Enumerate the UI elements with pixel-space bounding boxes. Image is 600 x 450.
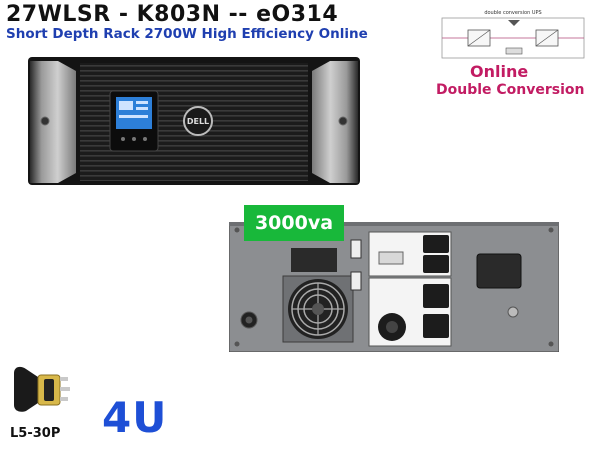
product-title: 27WLSR - K803N -- eO314 (6, 2, 339, 27)
ups-rear-image (229, 222, 559, 352)
diagram-caption: double conversion UPS (484, 10, 541, 16)
plug-type-label: L5-30P (10, 426, 61, 441)
dell-logo: DELL (187, 117, 209, 126)
ups-front-image: DELL (28, 57, 360, 185)
double-conversion-diagram: double conversion UPS (441, 10, 585, 59)
product-subtitle: Short Depth Rack 2700W High Efficiency O… (6, 26, 368, 42)
capacity-badge: 3000va (244, 205, 344, 241)
double-conversion-label: Double Conversion (436, 82, 585, 98)
l5-30p-plug-image (14, 366, 70, 412)
online-label: Online (470, 62, 529, 81)
rack-size-label: 4U (102, 393, 168, 442)
